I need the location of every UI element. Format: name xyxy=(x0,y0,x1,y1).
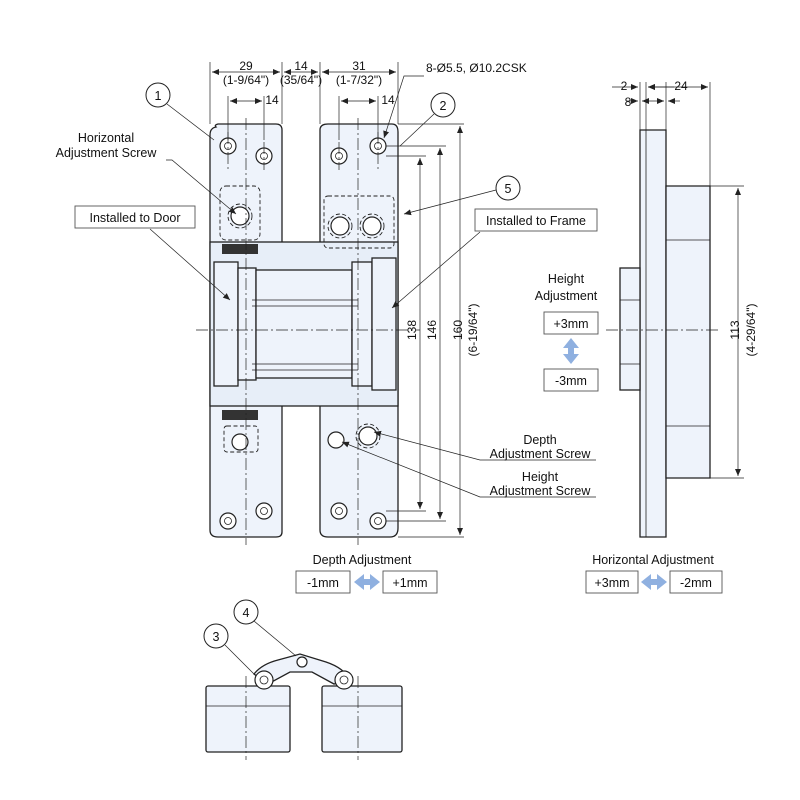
label-horizontal-screw-2: Adjustment Screw xyxy=(56,146,158,160)
label-depth-screw-1: Depth xyxy=(523,433,556,447)
brand-plate-bottom xyxy=(222,410,258,420)
label-height-adjustment-1: Height xyxy=(548,272,585,286)
door-lower-outline xyxy=(223,425,259,453)
dim-14-door: 14 xyxy=(265,93,279,107)
callout-3-circle xyxy=(203,623,229,649)
horizontal-double-arrow xyxy=(641,574,667,590)
adjustment-screws xyxy=(227,203,385,451)
dim-160-inch: (6-19/64") xyxy=(466,304,480,357)
callout-5-circle xyxy=(495,175,521,201)
horizontal-plus-3: +3mm xyxy=(594,576,629,590)
dim-31-inch: (1-7/32") xyxy=(336,73,382,87)
side-view: 2 24 8 113 (4-29/64") Height Adjustment … xyxy=(535,79,758,594)
label-depth-screw-2: Adjustment Screw xyxy=(490,447,592,461)
callout-4-circle xyxy=(233,599,259,625)
side-body xyxy=(665,185,711,479)
depth-adjustment: Depth Adjustment -1mm +1mm xyxy=(295,553,438,594)
top-dimensions: 29 (1-9/64") 14 (35/64") 31 (1-7/32") 14… xyxy=(209,59,527,140)
side-plate xyxy=(639,129,667,538)
height-double-arrow xyxy=(563,338,579,364)
callout-5: 5 xyxy=(505,182,512,196)
hole-spec: 8-Ø5.5, Ø10.2CSK xyxy=(426,61,527,75)
callout-1-circle xyxy=(145,82,171,108)
label-installed-door: Installed to Door xyxy=(89,211,180,225)
installed-frame-box xyxy=(474,208,598,232)
bottom-frame-block xyxy=(321,685,403,753)
door-cup xyxy=(213,261,239,387)
label-horizontal-adjustment: Horizontal Adjustment xyxy=(592,553,714,567)
horizontal-minus-2: -2mm xyxy=(680,576,712,590)
dim-160: 160 xyxy=(451,320,465,340)
arm-block xyxy=(255,269,353,379)
height-plus-3: +3mm xyxy=(553,317,588,331)
pivot-right xyxy=(334,670,354,690)
installed-door-box xyxy=(74,205,196,229)
frame-cup xyxy=(371,257,397,391)
callout-1: 1 xyxy=(155,89,162,103)
dim-2: 2 xyxy=(621,79,628,93)
label-height-adjustment-2: Adjustment xyxy=(535,289,598,303)
horizontal-adjuster-outline xyxy=(219,185,261,241)
dim-29-inch: (1-9/64") xyxy=(223,73,269,87)
brand-plate-top xyxy=(222,244,258,254)
label-installed-frame: Installed to Frame xyxy=(486,214,586,228)
callout-4: 4 xyxy=(243,606,250,620)
dim-31: 31 xyxy=(352,59,366,73)
pivot-center xyxy=(296,656,308,668)
dim-113-inch: (4-29/64") xyxy=(744,304,758,357)
dim-14-gap-inch: (35/64") xyxy=(280,73,322,87)
callout-3: 3 xyxy=(213,630,220,644)
side-arm xyxy=(619,267,641,391)
bottom-view: 3 4 xyxy=(203,599,403,760)
label-depth-adjustment: Depth Adjustment xyxy=(313,553,412,567)
front-view xyxy=(196,118,420,545)
dim-146: 146 xyxy=(425,320,439,340)
dim-138: 138 xyxy=(405,320,419,340)
front-labels: 1 2 5 Horizontal Adjustment Screw Instal… xyxy=(56,82,598,498)
frame-adjuster-outline xyxy=(323,195,395,249)
label-height-screw-2: Adjustment Screw xyxy=(490,484,592,498)
height-minus-3: -3mm xyxy=(555,374,587,388)
dim-8: 8 xyxy=(625,95,632,109)
label-height-screw-1: Height xyxy=(522,470,559,484)
frame-inner xyxy=(351,261,373,387)
right-dimensions: 138 146 160 (6-19/64") xyxy=(386,123,480,538)
depth-minus-1: -1mm xyxy=(307,576,339,590)
dim-24: 24 xyxy=(674,79,688,93)
door-inner xyxy=(237,267,257,381)
dim-113: 113 xyxy=(728,320,742,339)
dim-14-gap: 14 xyxy=(294,59,308,73)
dim-14-frame: 14 xyxy=(381,93,395,107)
bottom-door-block xyxy=(205,685,291,753)
label-horizontal-screw-1: Horizontal xyxy=(78,131,134,145)
callout-2-circle xyxy=(430,92,456,118)
callout-2: 2 xyxy=(440,99,447,113)
depth-double-arrow xyxy=(354,574,380,590)
dim-29: 29 xyxy=(239,59,253,73)
pivot-left xyxy=(254,670,274,690)
depth-plus-1: +1mm xyxy=(392,576,427,590)
